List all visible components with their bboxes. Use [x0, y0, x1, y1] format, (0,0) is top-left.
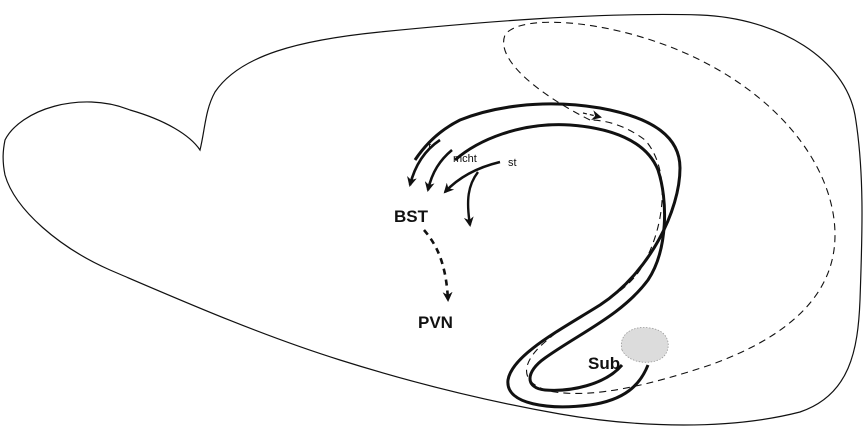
label-bst: BST — [394, 207, 429, 226]
label-st: st — [508, 157, 517, 169]
fornix-inner-arc — [454, 123, 666, 392]
small-dashed-arrow — [582, 110, 602, 121]
subiculum-region — [620, 327, 669, 363]
f-arrow — [407, 138, 441, 187]
bst-to-pvn-arrow — [423, 229, 453, 302]
mcht-arrow — [424, 149, 453, 192]
fornix-outer-arc — [413, 102, 682, 409]
dashed-hippocampal-outline — [503, 21, 836, 395]
brain-outline — [2, 13, 863, 426]
label-sub: Sub — [588, 354, 620, 373]
st-arrow-left — [443, 160, 501, 194]
label-f: f — [428, 141, 432, 153]
st-arrow-down — [463, 171, 479, 227]
label-pvn: PVN — [418, 313, 453, 332]
label-mcht: mcht — [453, 153, 477, 165]
